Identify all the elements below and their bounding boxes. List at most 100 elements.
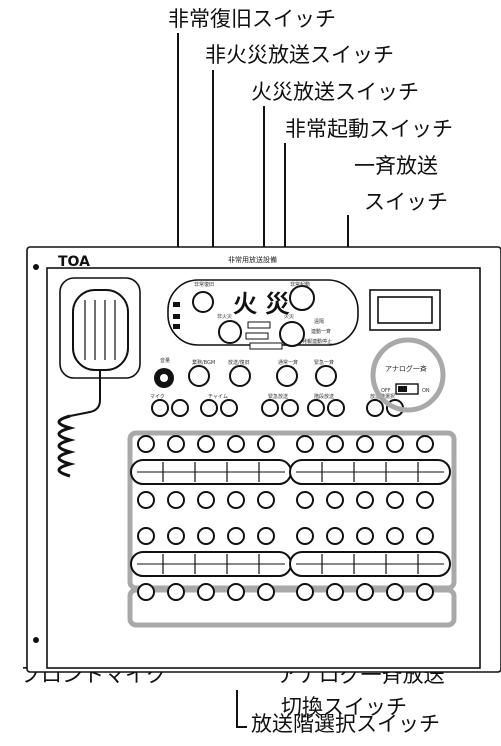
remote-label: 遠隔 [314,318,324,325]
all-call-b-label: 緊急一斉 [314,359,334,366]
business-label: 業務/BGM [192,359,215,366]
floor-select-button[interactable] [137,435,155,453]
floor-select-button[interactable] [197,527,215,545]
screw-bottom-left [33,637,39,643]
label-non-fire-broadcast-switch: 非火災放送スイッチ [205,43,394,67]
floor-select-button[interactable] [167,527,185,545]
label-emergency-start-switch: 非常起動スイッチ [285,117,453,141]
floor-select-button[interactable] [227,527,245,545]
broadcast-restore-button[interactable] [229,365,251,387]
floor-select-button[interactable] [386,435,404,453]
all-call-switch[interactable] [315,365,337,387]
indicator-lamp [247,321,271,329]
floor-select-button[interactable] [257,491,275,509]
analog-off-label: OFF [381,388,391,394]
mic-coil-cord [57,414,76,478]
front-mic[interactable] [72,289,129,371]
floor-select-button[interactable] [326,435,344,453]
floor-select-button[interactable] [197,583,215,601]
label-analog-switch-line2: 切換スイッチ [281,695,407,719]
floor-select-button[interactable] [416,491,434,509]
emergency-start-switch[interactable] [289,285,315,311]
floor-select-button[interactable] [326,583,344,601]
floor-select-block [130,527,292,601]
floor-select-button[interactable] [296,435,314,453]
analog-switch-highlight [370,337,446,413]
floor-select-button[interactable] [197,491,215,509]
floor-select-button[interactable] [296,583,314,601]
floor-select-button[interactable] [137,491,155,509]
floor-select-button[interactable] [167,435,185,453]
small-button[interactable] [327,399,345,417]
indicator-led [173,302,180,307]
indicator-lamp [245,332,269,340]
volume-label: 音量 [160,357,170,364]
floor-select-button[interactable] [326,491,344,509]
floor-select-button[interactable] [257,583,275,601]
floor-select-button[interactable] [386,527,404,545]
restore-label: 非常復旧 [194,281,214,288]
label-fire-broadcast-switch: 火災放送スイッチ [251,80,419,104]
indicator-led [173,314,180,319]
floor-select-button[interactable] [356,435,374,453]
floor-select-block [130,435,292,509]
fire-btn-label: 火災 [284,314,294,320]
indicator-led [173,324,180,329]
analog-on-label: ON [422,388,430,394]
floor-select-button[interactable] [167,491,185,509]
floor-select-button[interactable] [197,435,215,453]
floor-select-button[interactable] [296,491,314,509]
floor-select-button[interactable] [227,491,245,509]
floor-select-button[interactable] [227,435,245,453]
normal-all-call-button[interactable] [276,365,298,387]
non-fire-broadcast-switch[interactable] [218,320,242,344]
small-button[interactable] [171,399,189,417]
start-label: 非常起動 [290,281,310,288]
floor-select-button[interactable] [356,583,374,601]
screw-top-left [33,264,39,270]
floor-select-button[interactable] [137,527,155,545]
auto-all-label: 連動一斉 [311,328,331,335]
floor-select-button[interactable] [416,527,434,545]
floor-select-button[interactable] [167,583,185,601]
small-button[interactable] [366,399,384,417]
floor-select-button[interactable] [326,527,344,545]
floor-select-button[interactable] [296,527,314,545]
label-floor-select-switch: 放送階選択スイッチ [251,712,440,736]
floor-select-button[interactable] [257,435,275,453]
small-button[interactable] [220,399,238,417]
broadcast-restore-label: 放送/復旧 [228,359,250,366]
fire-broadcast-switch[interactable] [279,321,305,347]
small-button[interactable] [281,399,299,417]
floor-select-button[interactable] [257,527,275,545]
emerg-bc-label: 緊急放送 [268,393,288,400]
non-fire-label: 非火災 [217,313,232,320]
panel-header: 非常用放送設備 [228,255,277,264]
volume-knob-center [160,374,168,382]
small-button[interactable] [200,399,218,417]
floor-select-button[interactable] [386,583,404,601]
floor-select-button[interactable] [416,583,434,601]
label-all-call-switch-line1: 一斉放送 [354,154,438,178]
small-button[interactable] [307,399,325,417]
stop-label: 発報連動停止 [302,338,332,345]
business-bgm-button[interactable] [188,365,210,387]
floor-select-highlight-lower [127,587,457,628]
mic-cord [69,370,101,417]
floor-select-button[interactable] [227,583,245,601]
floor-select-button[interactable] [416,435,434,453]
floor-select-block [289,435,451,509]
floor-select-button[interactable] [386,491,404,509]
small-button[interactable] [151,399,169,417]
small-button[interactable] [261,399,279,417]
emergency-restore-switch[interactable] [192,291,214,313]
floor-select-button[interactable] [356,491,374,509]
floor-select-button[interactable] [137,583,155,601]
display-screen [377,296,433,324]
floor-select-button[interactable] [356,527,374,545]
floor-select-block [289,527,451,601]
fire-label: 火 災 [233,290,290,318]
floor-stop-label: 階段放送 [314,393,334,400]
brand-logo: TOA [58,254,90,270]
